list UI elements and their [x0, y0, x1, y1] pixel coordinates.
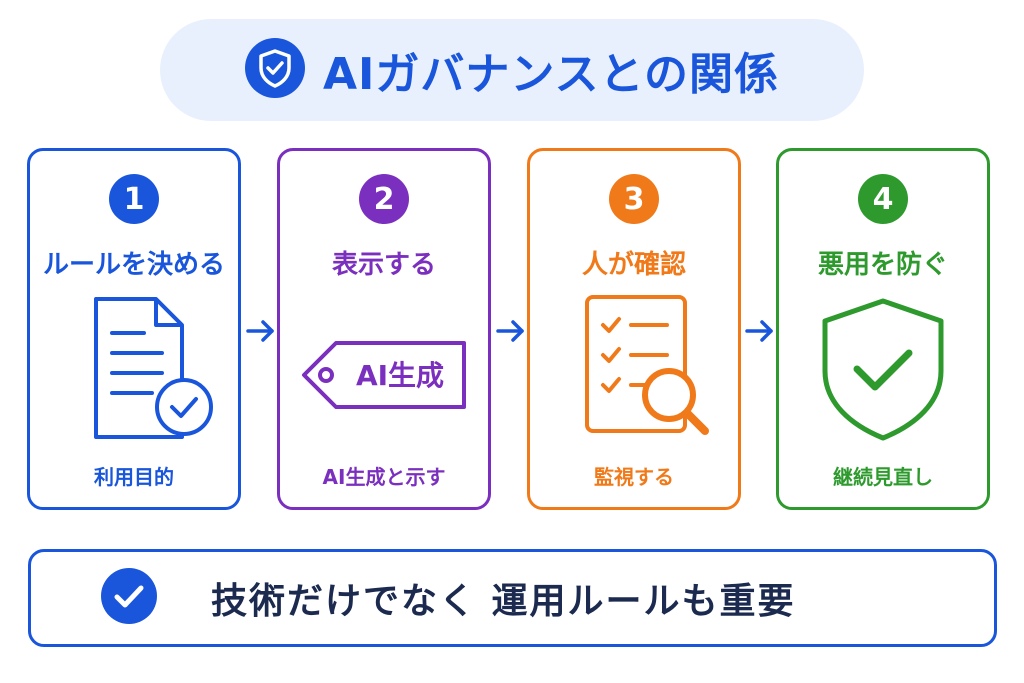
- arrow-right-icon: [743, 316, 777, 350]
- step-caption: AI生成と示す: [322, 465, 446, 489]
- step-card-3: 3 人が確認 監視する: [527, 148, 741, 510]
- step-number-badge: 3: [609, 174, 659, 224]
- shield-check-icon: [779, 291, 987, 446]
- page-title: AIガバナンスとの関係: [322, 49, 780, 100]
- tag-icon: AI生成: [280, 291, 488, 446]
- step-title: 人が確認: [581, 250, 686, 280]
- step-card-4: 4 悪用を防ぐ 継続見直し: [776, 148, 990, 510]
- shield-check-icon: [244, 38, 305, 102]
- check-circle-icon: [101, 568, 157, 628]
- step-caption: 監視する: [594, 465, 674, 489]
- step-number-badge: 1: [109, 174, 159, 224]
- document-check-icon: [30, 291, 238, 446]
- step-number-badge: 4: [858, 174, 908, 224]
- title-pill: AIガバナンスとの関係: [160, 19, 864, 121]
- step-card-2: 2 表示する AI生成 AI生成と示す: [277, 148, 491, 510]
- tag-label: AI生成: [356, 359, 444, 392]
- step-caption: 利用目的: [94, 465, 174, 489]
- arrow-right-icon: [244, 316, 278, 350]
- step-title: ルールを決める: [42, 250, 225, 280]
- step-title: 表示する: [331, 250, 436, 280]
- arrow-right-icon: [494, 316, 528, 350]
- step-title: 悪用を防ぐ: [817, 250, 948, 280]
- summary-text: 技術だけでなく 運用ルールも重要: [211, 581, 796, 622]
- step-caption: 継続見直し: [833, 465, 933, 489]
- step-number-badge: 2: [359, 174, 409, 224]
- step-card-1: 1 ルールを決める 利用目的: [27, 148, 241, 510]
- checklist-magnifier-icon: [530, 291, 738, 446]
- summary-banner: 技術だけでなく 運用ルールも重要: [28, 549, 997, 647]
